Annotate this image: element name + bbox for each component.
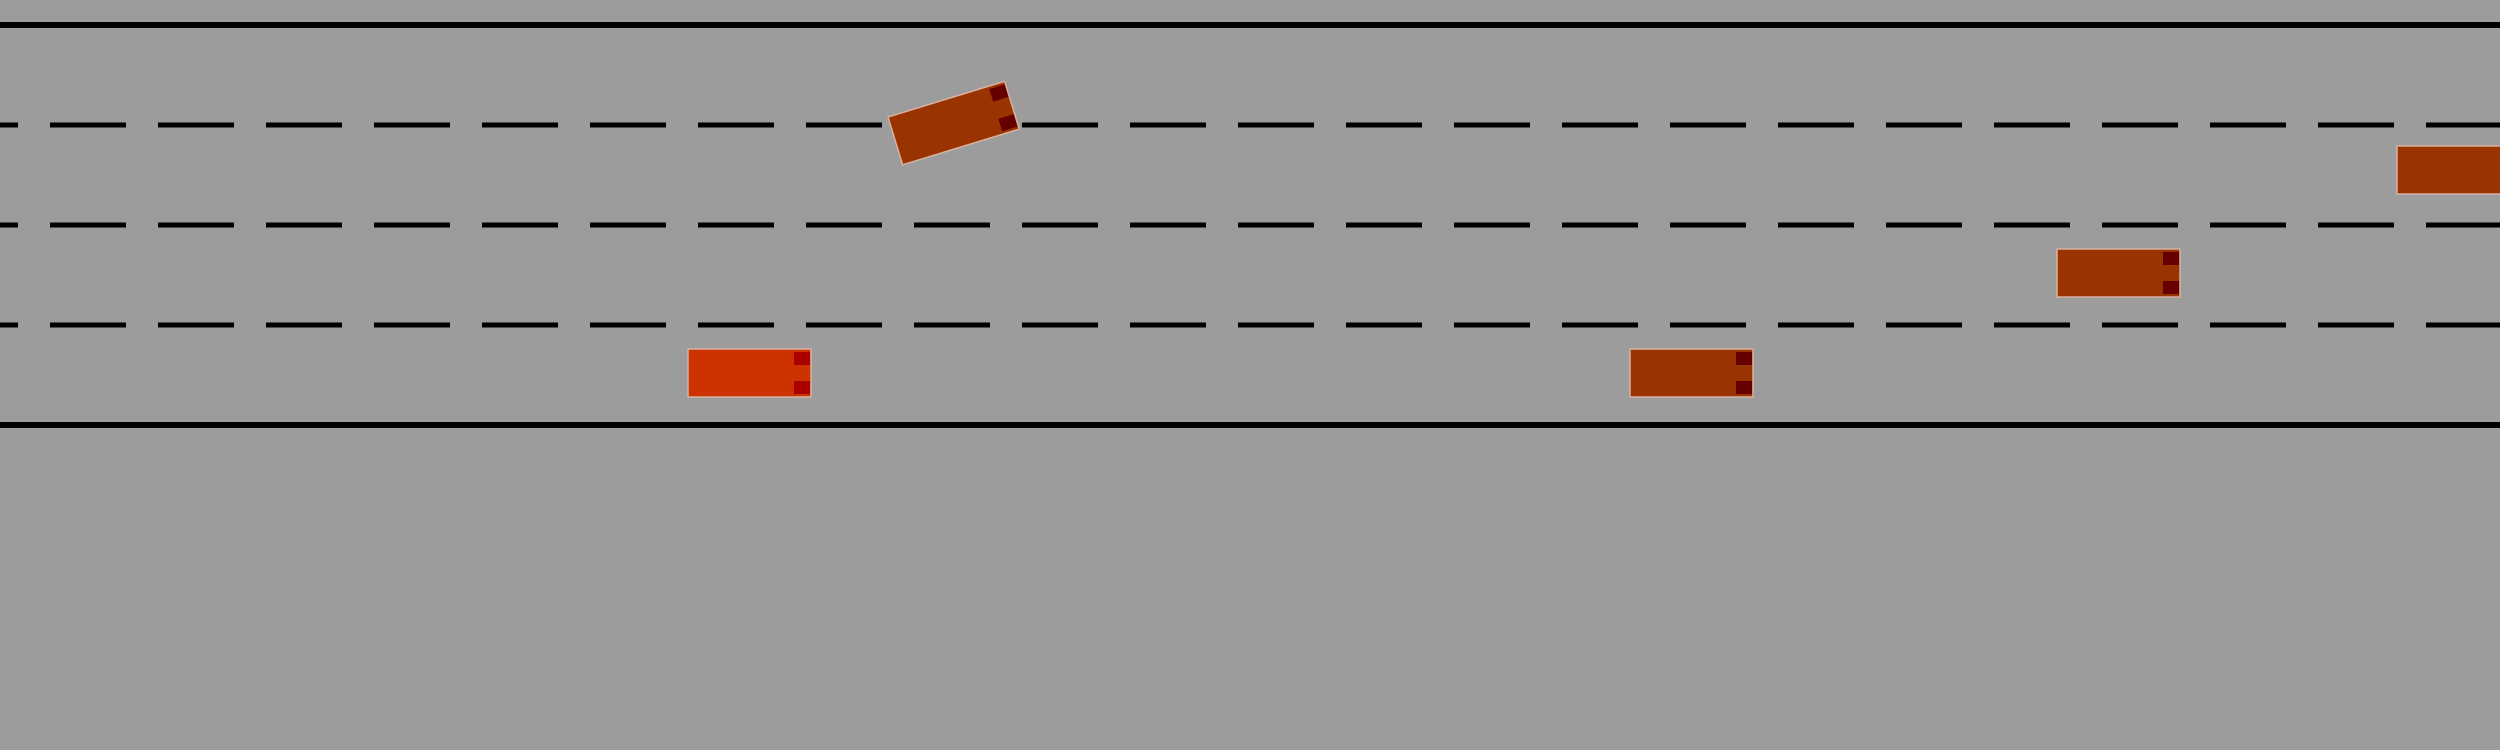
other-vehicle-1 xyxy=(887,80,1021,166)
ego-taillight-bottom xyxy=(794,381,810,394)
vehicles xyxy=(687,80,2500,398)
other-vehicle-3-taillight-bottom xyxy=(2163,281,2179,294)
road-markings xyxy=(0,22,2500,428)
other-vehicle-4-taillight-top xyxy=(1736,352,1752,365)
other-vehicle-1-body xyxy=(887,80,1021,166)
other-vehicle-2 xyxy=(2396,145,2500,195)
other-vehicle-1-taillight-top xyxy=(989,84,1009,102)
other-vehicle-1-taillight-bottom xyxy=(998,114,1018,132)
other-vehicle-4-taillight-bottom xyxy=(1736,381,1752,394)
other-vehicle-2-body xyxy=(2396,145,2500,195)
ego-vehicle-body xyxy=(687,348,812,398)
other-vehicle-3-body xyxy=(2056,248,2181,298)
other-vehicle-3-taillight-top xyxy=(2163,252,2179,265)
ego-vehicle xyxy=(687,348,812,398)
other-vehicle-4-body xyxy=(1629,348,1754,398)
other-vehicle-3 xyxy=(2056,248,2181,298)
ego-taillight-top xyxy=(794,352,810,365)
other-vehicle-4 xyxy=(1629,348,1754,398)
